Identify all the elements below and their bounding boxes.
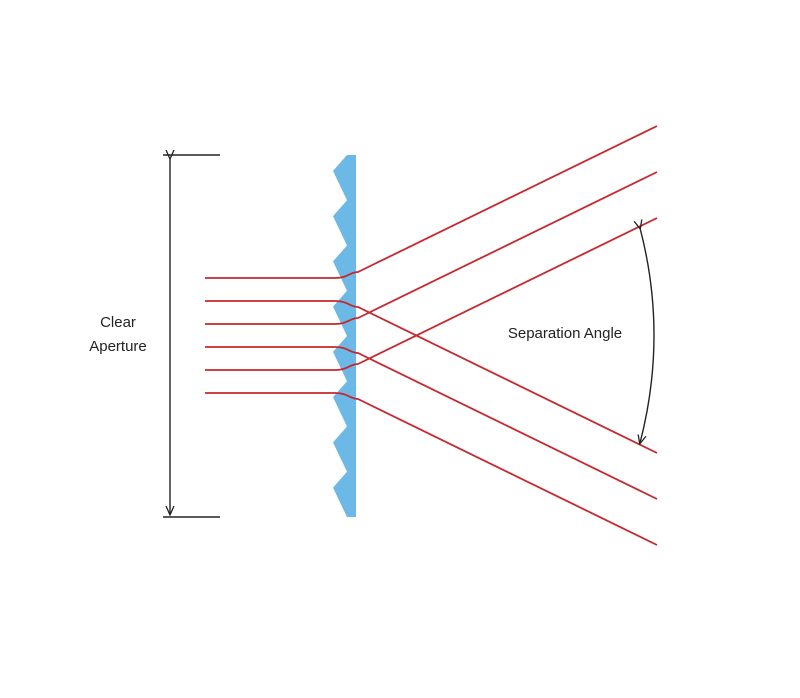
light-ray-2 <box>205 300 658 454</box>
light-ray-6 <box>205 392 658 546</box>
light-ray-1 <box>205 125 658 279</box>
light-ray-3 <box>205 171 658 325</box>
separation-angle-label: Separation Angle <box>507 325 623 342</box>
light-ray-5 <box>205 217 658 371</box>
clear-aperture-dimension <box>163 155 220 518</box>
separation-angle-arc <box>640 228 655 443</box>
clear-aperture-label: Clear Aperture <box>78 311 158 359</box>
clear-aperture-label-line1: Clear <box>100 314 136 331</box>
diffraction-grating <box>333 155 356 517</box>
ray-group <box>205 125 658 546</box>
clear-aperture-label-line2: Aperture <box>89 338 147 355</box>
light-ray-4 <box>205 346 658 500</box>
